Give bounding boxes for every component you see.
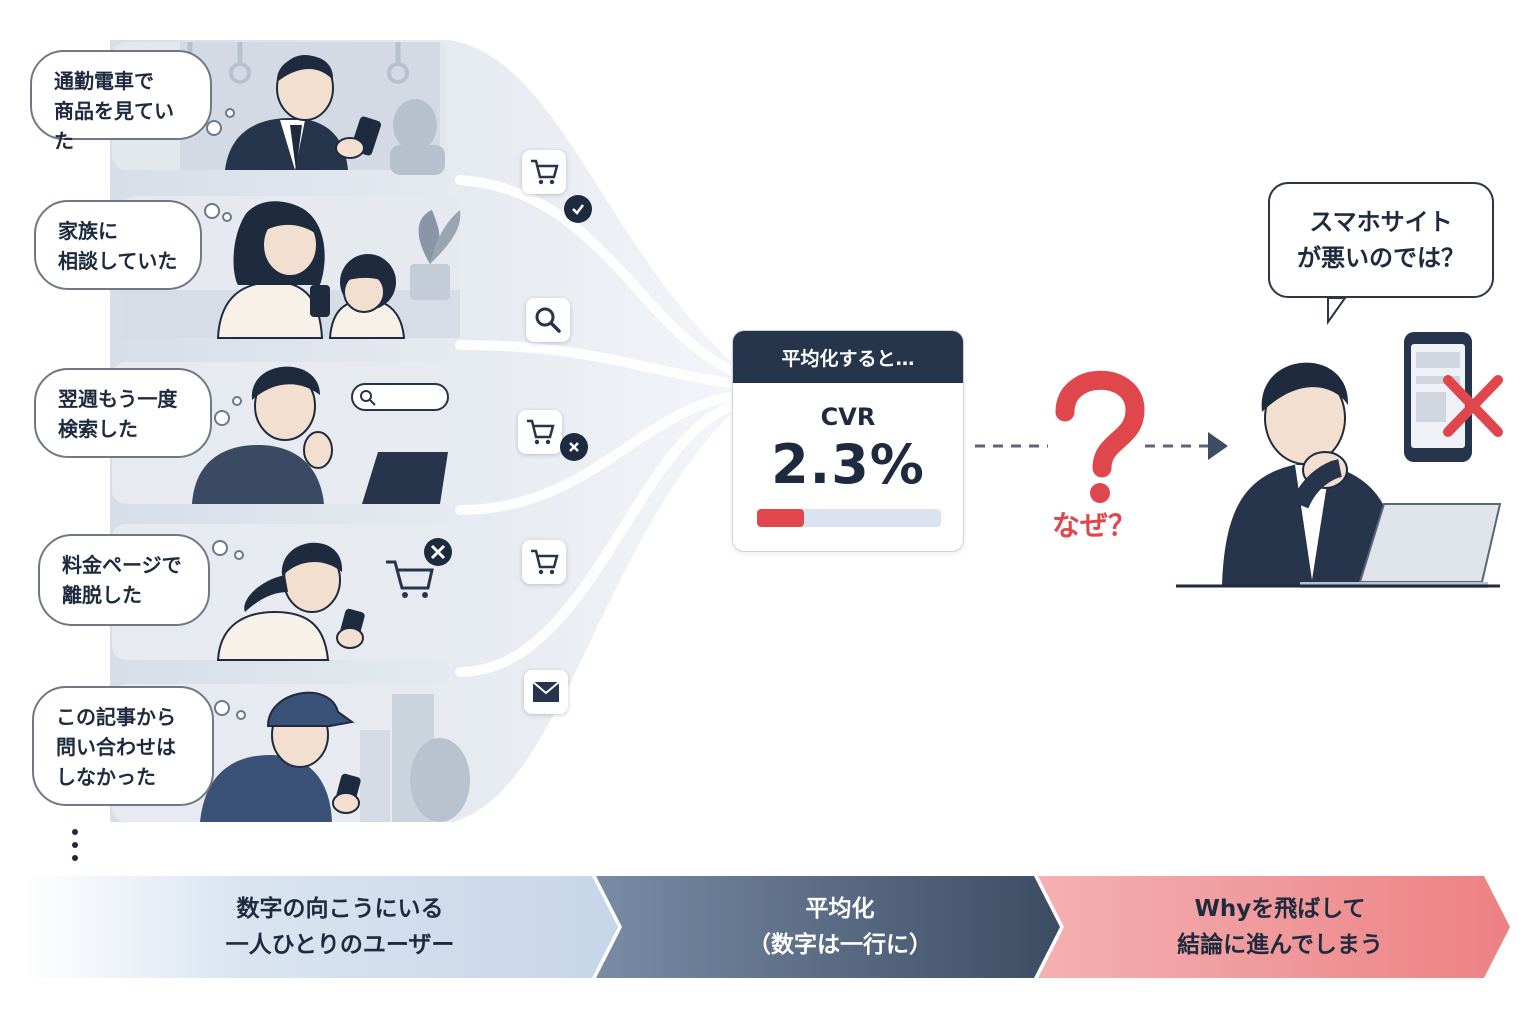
thought-dot [236,710,246,720]
cart-cancel-mini-icon [386,538,452,598]
thought-dot [232,396,242,406]
more-users-ellipsis [72,829,78,861]
cancel-badge-icon [560,433,588,461]
thought-dot [214,700,230,716]
user-thought-pricing: 料金ページで 離脱した [38,534,210,626]
search-icon [526,298,570,342]
thought-dot [222,212,232,222]
stage-chevron-users [24,876,618,978]
stage-chevron-conclusion [1038,876,1510,978]
thought-dot [214,410,230,426]
scene-family [122,196,461,339]
phone-error-icon [1404,332,1503,462]
average-card-header: 平均化すると… [733,331,963,383]
stage-label-average: 平均化 （数字は一行に） [748,896,932,958]
thought-dot [204,203,220,219]
user-thought-family: 家族に 相談していた [34,200,202,290]
user-thought-article: この記事から 問い合わせは しなかった [32,686,214,806]
manager-illustration [1176,297,1503,588]
metric-value: 2.3% [771,433,925,496]
stage-chevron-average [596,876,1060,978]
user-thought-commute: 通勤電車で 商品を見ていた [30,50,212,153]
user-thought-research: 翌週もう一度 検索した [34,368,212,458]
stage-chevrons [24,876,1510,978]
question-mark-icon [1055,370,1145,503]
metric-label: CVR [820,403,876,431]
cvr-progress-bar [757,509,941,527]
manager-thought-bubble: スマホサイト が悪いのでは？ [1268,182,1494,298]
thought-dot [234,550,244,560]
average-metric-card: 平均化すると… CVR 2.3% [732,330,964,552]
stage-label-conclusion: Whyを飛ばして 結論に進んでしまう [1177,896,1383,958]
cart-cancel-icon [518,410,562,454]
thought-dot [212,540,228,556]
stage-label-users: 数字の向こうにいる 一人ひとりのユーザー [225,896,455,958]
cart-icon [522,540,566,584]
flow-streams [455,175,740,677]
mail-icon [524,670,568,714]
cvr-progress-fill [757,509,804,527]
why-label: なぜ？ [1052,509,1137,542]
dashed-arrow-right [1145,432,1228,460]
thought-dot [206,120,222,136]
cart-check-icon [522,150,566,194]
thought-dot [225,108,235,118]
check-badge-icon [564,195,592,223]
